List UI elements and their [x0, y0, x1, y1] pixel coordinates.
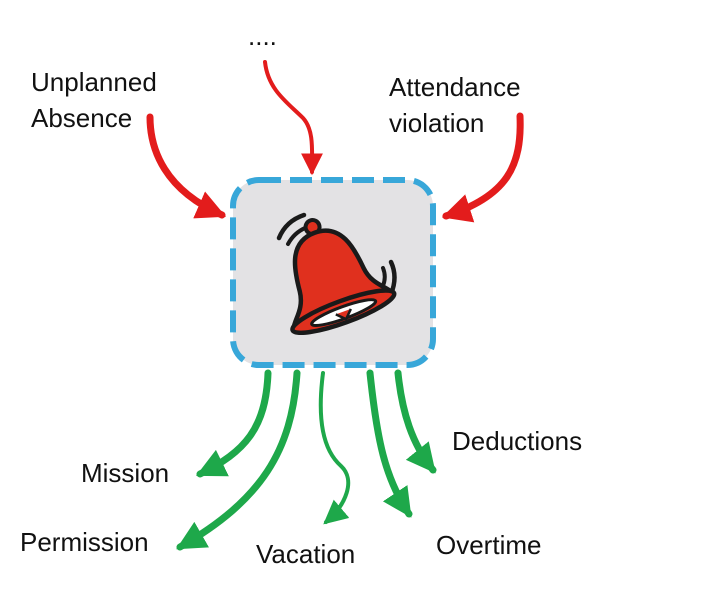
- label-overtime: Overtime: [436, 530, 542, 560]
- arrow-box-to-vacation: [318, 371, 351, 525]
- label-permission: Permission: [20, 527, 149, 557]
- label-unplanned-absence: Unplanned Absence: [31, 67, 157, 133]
- arrow-attendance-violation-to-box: [441, 112, 524, 223]
- label-deductions: Deductions: [452, 426, 583, 456]
- label-vacation: Vacation: [256, 539, 356, 569]
- label-attendance-violation: Attendance violation: [389, 72, 521, 138]
- arrow-box-to-deductions: [394, 369, 437, 474]
- label-mission: Mission: [81, 458, 170, 488]
- label-more: ....: [248, 21, 277, 51]
- arrow-box-to-overtime: [366, 369, 413, 518]
- arrow-more-to-box: [263, 60, 324, 176]
- arrow-box-to-permission: [176, 369, 301, 551]
- arrow-box-to-mission: [196, 369, 272, 478]
- bell-ringing-icon: [276, 212, 397, 336]
- arrow-unplanned-absence-to-box: [146, 113, 227, 219]
